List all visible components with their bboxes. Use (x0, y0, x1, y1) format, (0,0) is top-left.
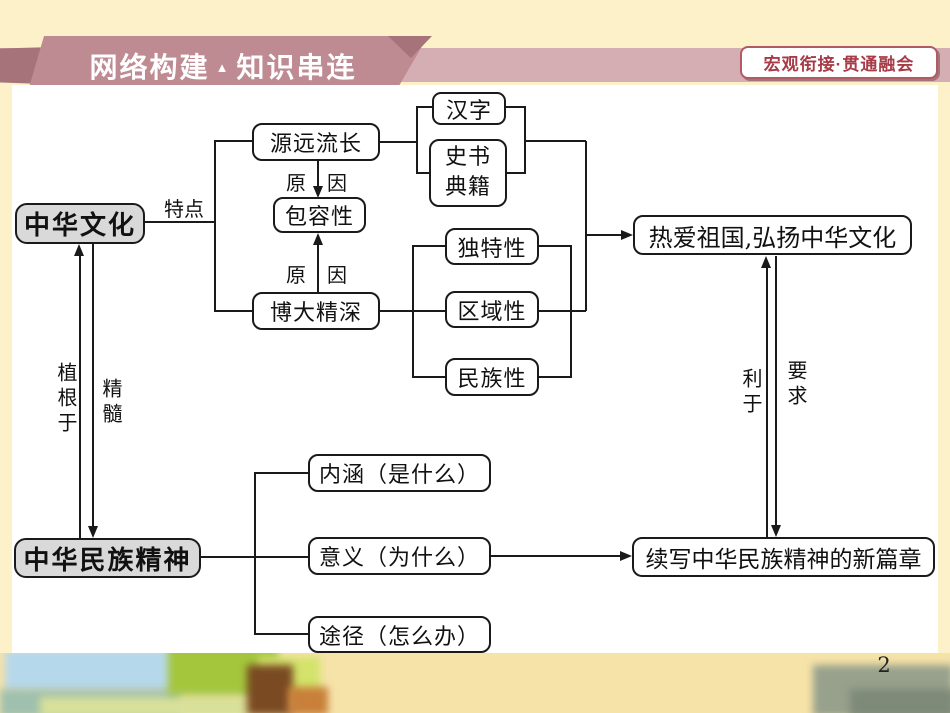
arrowhead-up (761, 256, 771, 268)
label-yuan-top: 原 (286, 171, 306, 195)
header-badge: 宏观衔接·贯通融会 (740, 46, 938, 79)
connector (79, 254, 81, 538)
node-yiyi: 意义（为什么） (308, 537, 491, 575)
node-tujing: 途径（怎么办） (308, 616, 491, 653)
connector (766, 266, 768, 537)
connector (254, 472, 309, 474)
label-tedian: 特点 (164, 197, 204, 221)
connector (585, 141, 587, 311)
node-reai-zuguo: 热爱祖国,弘扬中华文化 (633, 215, 912, 255)
node-hanzi: 汉字 (432, 92, 506, 125)
connector (380, 141, 418, 143)
node-xuxie: 续写中华民族精神的新篇章 (632, 537, 935, 577)
connector (214, 141, 216, 312)
label-zhigenyu: 植根于 (54, 362, 78, 437)
title-separator-icon: ▲ (215, 59, 231, 75)
connector (214, 140, 254, 142)
page-title: 网络构建 ▲ 知识串连 (58, 47, 388, 85)
node-zhonghua-minzu-jingshen: 中华民族精神 (14, 538, 201, 578)
bottom-photo-strip (0, 653, 950, 713)
label-jingsui: 精髓 (99, 378, 123, 428)
arrowhead-up (74, 244, 84, 256)
node-zhonghua-wenhua: 中华文化 (15, 203, 145, 244)
arrowhead-right (621, 230, 633, 240)
node-shishu-dianji: 史书 典籍 (429, 139, 507, 207)
connector (538, 245, 572, 247)
label-yaoqiu: 要求 (784, 360, 808, 410)
connector (505, 106, 526, 108)
node-shishu-line2: 典籍 (444, 175, 491, 200)
node-baorongxing: 包容性 (273, 197, 366, 233)
ribbon-banner (28, 36, 428, 91)
page-number: 2 (877, 653, 891, 677)
connector (254, 633, 309, 635)
connector (254, 472, 256, 635)
page-title-right: 知识串连 (236, 52, 357, 83)
node-neihan: 内涵（是什么） (308, 454, 491, 492)
arrowhead-down (313, 186, 323, 198)
connector (412, 245, 414, 378)
connector (491, 555, 622, 557)
label-yuan-bottom: 原 (286, 263, 306, 287)
node-yuanyuan-liuchang: 源远流长 (252, 123, 380, 161)
connector (317, 245, 319, 292)
label-yin-top: 因 (327, 171, 347, 195)
arrowhead-down (771, 525, 781, 537)
arrowhead-down (88, 526, 98, 538)
connector (538, 310, 586, 312)
connector (506, 172, 526, 174)
connector (317, 161, 319, 187)
connector (775, 256, 777, 527)
label-yin-bottom: 因 (327, 263, 347, 287)
connector (524, 140, 586, 142)
connector (416, 172, 430, 174)
connector (412, 376, 446, 378)
label-liyu: 利于 (739, 368, 763, 418)
connector (416, 106, 433, 108)
node-quyuxing: 区域性 (445, 291, 539, 328)
node-shishu-line1: 史书 (444, 145, 491, 171)
photo-gray-dark (850, 689, 950, 713)
photo-orange (288, 687, 328, 713)
connector (254, 556, 309, 558)
connector (416, 107, 418, 174)
node-dutexing: 独特性 (445, 228, 539, 265)
node-boda-jingshen: 博大精深 (252, 292, 380, 330)
connector (145, 221, 216, 223)
connector (412, 245, 446, 247)
arrowhead-up (313, 233, 323, 245)
arrowhead-right (620, 551, 632, 561)
connector (92, 244, 94, 528)
connector (570, 245, 572, 378)
connector (214, 310, 254, 312)
connector (201, 556, 256, 558)
page-title-left: 网络构建 (89, 52, 210, 83)
connector (538, 376, 572, 378)
node-minzuxing: 民族性 (445, 358, 539, 396)
connector (585, 234, 623, 236)
photo-grass (40, 697, 250, 713)
photo-brown (247, 665, 293, 713)
